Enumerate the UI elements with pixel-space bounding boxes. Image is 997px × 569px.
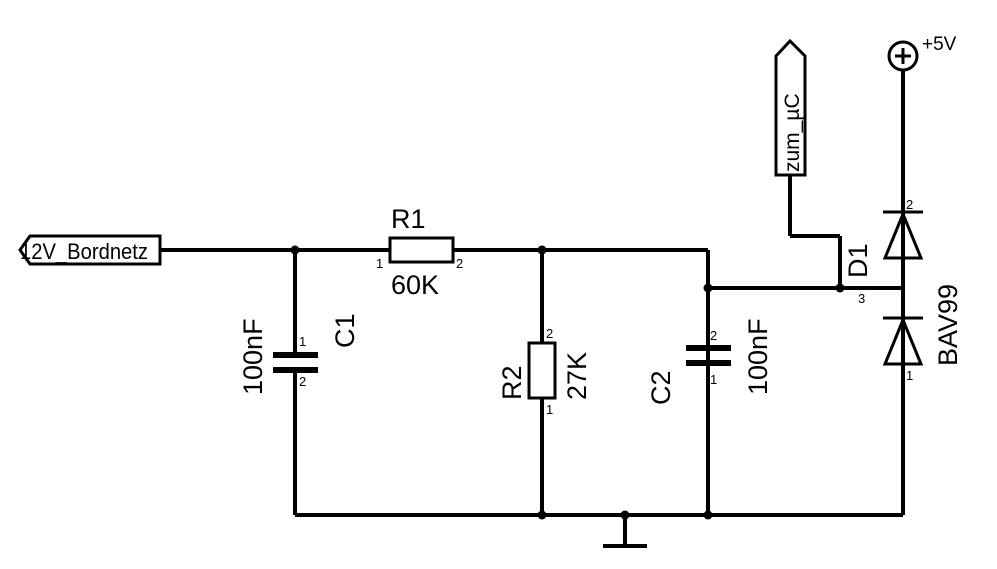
resistor-r2: R2 27K 2 1: [497, 326, 592, 417]
r1-pin1: 1: [376, 256, 383, 271]
capacitor-c1: 100nF C1 1 2: [238, 313, 360, 395]
junctions: [290, 245, 845, 520]
input-port-label: 12V_Bordnetz: [20, 239, 148, 264]
supply-label: +5V: [922, 34, 957, 55]
junction-dot: [290, 245, 300, 255]
r2-pin1: 1: [546, 402, 553, 417]
c2-value: 100nF: [743, 318, 773, 395]
c1-plate-bottom: [273, 367, 318, 373]
c2-plate-bottom: [686, 360, 731, 366]
c1-value: 100nF: [238, 318, 268, 395]
resistor-r2-body: [527, 341, 557, 400]
junction-dot: [703, 510, 713, 520]
d1-value: BAV99: [933, 284, 963, 366]
diode-d1: D1 BAV99 2 3 1: [843, 197, 963, 383]
junction-dot: [835, 283, 845, 293]
r1-pin2: 2: [456, 256, 463, 271]
c2-plate-top: [686, 345, 731, 351]
r1-name: R1: [391, 204, 426, 234]
r2-value: 27K: [562, 352, 592, 400]
d1-pin3: 3: [858, 291, 865, 306]
input-port-12v: 12V_Bordnetz: [18, 234, 162, 266]
d1-upper-diode: [882, 210, 924, 260]
r2-name: R2: [497, 365, 527, 400]
wires: [160, 70, 905, 546]
c2-pin1: 1: [710, 372, 717, 387]
c1-pin1: 1: [299, 334, 306, 349]
output-port-label: zum_µC: [781, 93, 804, 172]
output-port-flag: [774, 38, 807, 177]
capacitor-c2: C2 100nF 2 1: [646, 318, 773, 405]
resistor-r1-body: [388, 236, 455, 264]
supply-5v: +5V: [887, 34, 957, 72]
c1-plate-top: [273, 352, 318, 358]
junction-dot: [703, 283, 713, 293]
c2-pin2: 2: [710, 328, 717, 343]
d1-lower-diode: [882, 316, 924, 366]
c1-pin2: 2: [299, 374, 306, 389]
output-port-uc: zum_µC: [774, 38, 807, 177]
junction-dot: [537, 245, 547, 255]
d1-pin1: 1: [906, 368, 913, 383]
resistor-r1: R1 60K 1 2: [376, 204, 463, 300]
input-port-flag: [18, 234, 162, 266]
r1-value: 60K: [391, 270, 439, 300]
c2-name: C2: [646, 370, 676, 405]
d1-name: D1: [843, 243, 873, 278]
junction-dot: [537, 510, 547, 520]
supply-circle: [887, 40, 919, 72]
d1-pin2: 2: [906, 197, 913, 212]
junction-dot: [620, 510, 630, 520]
c1-name: C1: [330, 313, 360, 348]
r2-pin2: 2: [546, 326, 553, 341]
